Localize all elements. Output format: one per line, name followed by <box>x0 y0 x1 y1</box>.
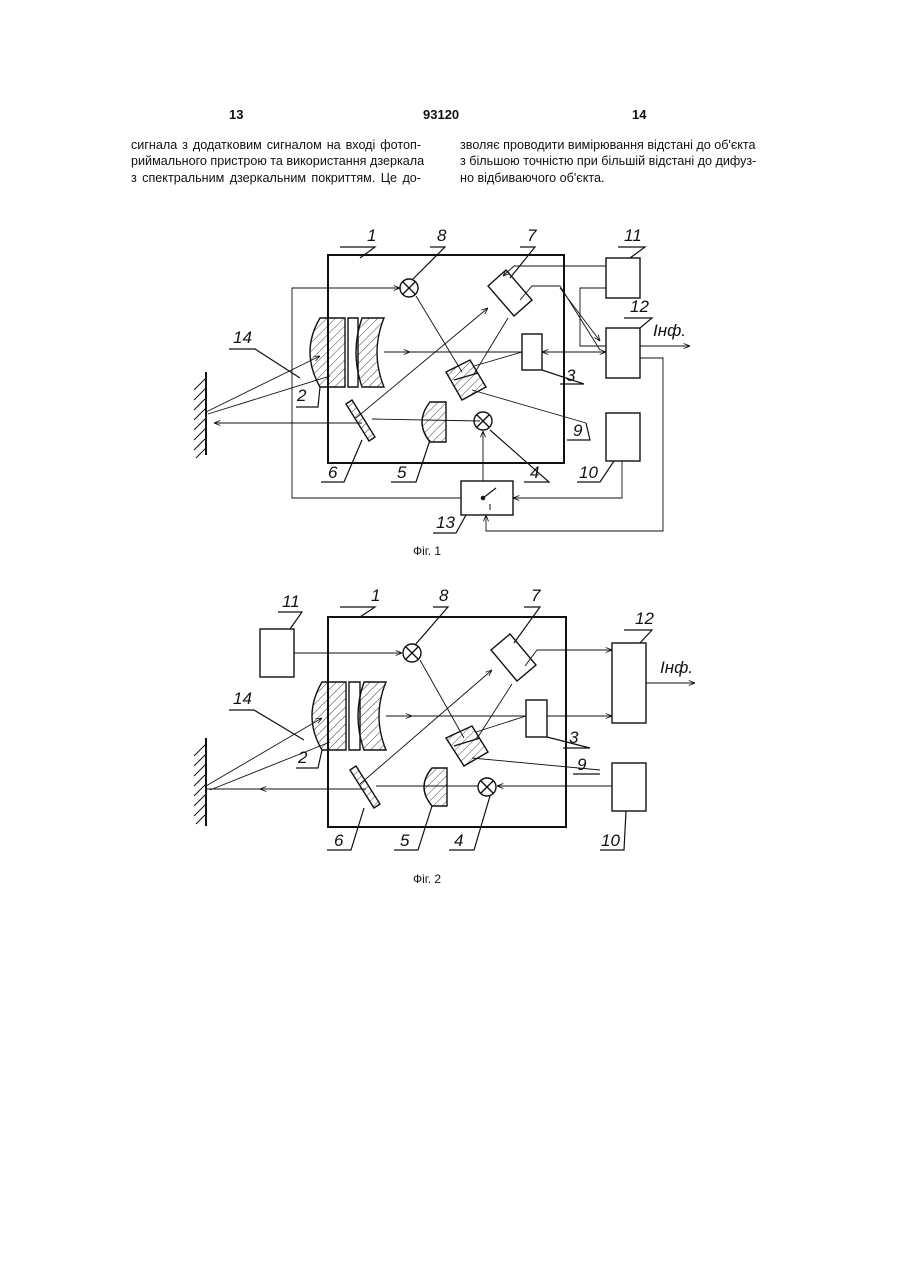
objective-lens-meniscus <box>356 318 384 387</box>
page-number-right: 14 <box>632 107 646 122</box>
document-number: 93120 <box>423 107 459 122</box>
text-column-left: сигнала з додатковим сигналом на вході ф… <box>131 137 421 186</box>
label-output: Інф. <box>660 658 693 677</box>
prism-9 <box>446 360 486 400</box>
label-13: 13 <box>436 513 455 532</box>
objective-lens-front <box>312 682 346 750</box>
block-3 <box>522 334 542 370</box>
block-3 <box>526 700 547 737</box>
text-line: но відбиваючого об'єкта. <box>460 170 790 186</box>
label-6: 6 <box>334 831 344 850</box>
block-12 <box>612 643 646 723</box>
text-line: риймального пристрою та використання дзе… <box>131 153 421 169</box>
mirror-6 <box>350 766 380 808</box>
label-10: 10 <box>579 463 598 482</box>
label-12: 12 <box>630 297 649 316</box>
photodetector-7 <box>491 634 536 681</box>
label-2: 2 <box>297 748 308 767</box>
lens-5 <box>422 402 446 442</box>
prism-9 <box>446 726 488 766</box>
label-5: 5 <box>397 463 407 482</box>
block-11 <box>260 629 294 677</box>
label-4: 4 <box>530 463 539 482</box>
label-2: 2 <box>296 386 307 405</box>
switch-block-13 <box>461 481 513 515</box>
block-10 <box>612 763 646 811</box>
label-1: 1 <box>367 226 376 245</box>
text-line: з спектральним дзеркальним покриттям. Це… <box>131 170 421 186</box>
label-output: Інф. <box>653 321 686 340</box>
page-number-left: 13 <box>229 107 243 122</box>
label-14: 14 <box>233 689 252 708</box>
objective-lens-meniscus <box>358 682 386 750</box>
figure-2-diagram: 11 1 8 7 12 Інф. 14 2 3 9 6 5 4 10 Фіг. … <box>0 578 901 890</box>
label-6: 6 <box>328 463 338 482</box>
figure-1-caption: Фіг. 1 <box>413 544 441 558</box>
label-11: 11 <box>282 592 300 611</box>
lens-5 <box>424 768 447 806</box>
label-9: 9 <box>573 421 583 440</box>
label-11: 11 <box>624 226 642 245</box>
block-10 <box>606 413 640 461</box>
photodetector-7 <box>488 270 532 316</box>
label-12: 12 <box>635 609 654 628</box>
label-8: 8 <box>439 586 449 605</box>
label-1: 1 <box>371 586 380 605</box>
label-9: 9 <box>577 755 587 774</box>
label-8: 8 <box>437 226 447 245</box>
label-3: 3 <box>566 366 576 385</box>
label-14: 14 <box>233 328 252 347</box>
label-10: 10 <box>601 831 620 850</box>
label-7: 7 <box>527 226 537 245</box>
label-5: 5 <box>400 831 410 850</box>
label-7: 7 <box>531 586 541 605</box>
figure-1-diagram: 1 8 7 11 12 Інф. 14 2 3 9 6 5 4 10 13 Фі… <box>0 210 901 570</box>
text-line: сигнала з додатковим сигналом на вході ф… <box>131 137 421 153</box>
block-12 <box>606 328 640 378</box>
text-column-right: зволяє проводити вимірювання відстані до… <box>460 137 790 186</box>
label-3: 3 <box>569 728 579 747</box>
figure-2-caption: Фіг. 2 <box>413 872 441 886</box>
block-11 <box>606 258 640 298</box>
label-4: 4 <box>454 831 463 850</box>
text-line: з більшою точністю при більшій відстані … <box>460 153 790 169</box>
text-line: зволяє проводити вимірювання відстані до… <box>460 137 790 153</box>
